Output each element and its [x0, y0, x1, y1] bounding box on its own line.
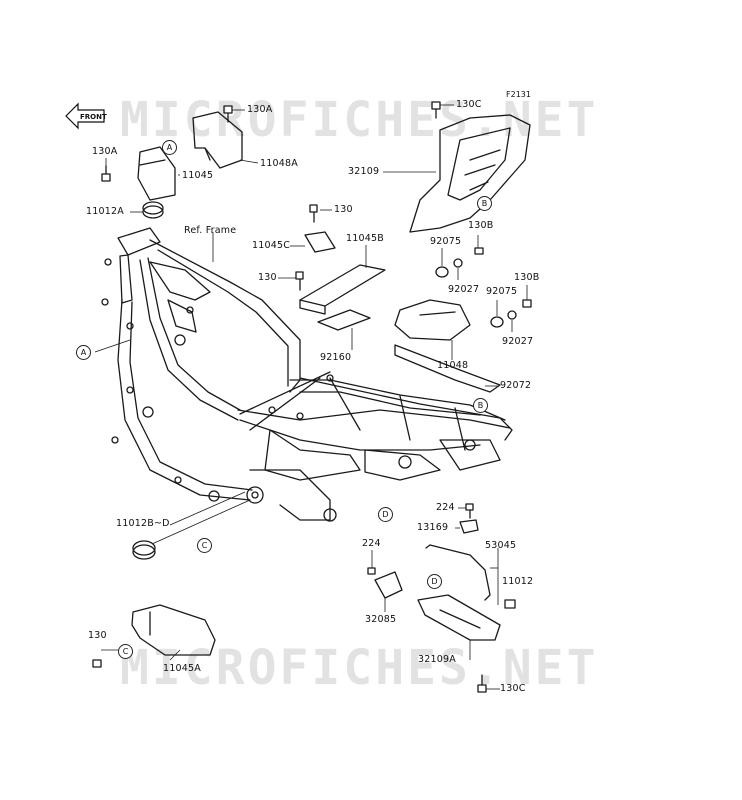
- callout-d-lower: D: [427, 574, 442, 589]
- part-11045: 11045: [182, 170, 214, 181]
- grommet-92075-a: [435, 266, 449, 278]
- watermark-bottom: MICROFICHES.NET: [120, 640, 599, 696]
- rear-fender-32109: [409, 114, 531, 233]
- figure-code: F2131: [506, 90, 531, 99]
- part-130c-bottom: 130C: [500, 683, 526, 694]
- part-11012b-d: 11012B~D: [116, 518, 170, 529]
- part-13169: 13169: [417, 522, 449, 533]
- collar-92027-b: [507, 310, 517, 320]
- part-11045b: 11045B: [346, 233, 384, 244]
- part-130-left-mid: 130: [258, 272, 277, 283]
- part-32109: 32109: [348, 166, 380, 177]
- bolt-130c-bottom: [477, 674, 487, 693]
- bracket-11048a: [192, 111, 243, 169]
- watermark-top: MICROFICHES.NET: [120, 92, 599, 148]
- bolt-130c-top: [431, 101, 441, 119]
- grommet-11012a: [142, 201, 164, 219]
- part-92075-b: 92075: [486, 286, 518, 297]
- part-130a-left: 130A: [92, 146, 118, 157]
- bolt-224-b: [367, 567, 376, 575]
- grommet-11012b-d: [132, 540, 156, 560]
- part-11045c: 11045C: [252, 240, 291, 251]
- bolt-130a-left: [101, 165, 111, 182]
- bolt-130b-a: [474, 247, 484, 255]
- part-130-mid: 130: [334, 204, 353, 215]
- part-130b-a: 130B: [468, 220, 494, 231]
- part-92027-b: 92027: [502, 336, 534, 347]
- part-92027-a: 92027: [448, 284, 480, 295]
- callout-b-frame: B: [473, 398, 488, 413]
- bracket-11045c: [304, 231, 336, 253]
- ref-frame-label: Ref. Frame: [184, 225, 237, 236]
- callout-d-frame: D: [378, 507, 393, 522]
- part-224-a: 224: [436, 502, 455, 513]
- leader-lines: [94, 104, 528, 690]
- callout-c-frame: C: [197, 538, 212, 553]
- callout-b-top: B: [477, 196, 492, 211]
- front-arrow-icon: FRONT: [65, 102, 107, 130]
- grommet-92075-b: [490, 316, 504, 328]
- rod-53045: [425, 544, 491, 601]
- part-130b-b: 130B: [514, 272, 540, 283]
- part-92160: 92160: [320, 352, 352, 363]
- pad-92160: [317, 309, 371, 331]
- bolt-224-a: [465, 503, 474, 519]
- callout-c-bottom: C: [118, 644, 133, 659]
- bolt-130-left-mid: [295, 271, 304, 291]
- part-92072: 92072: [500, 380, 532, 391]
- part-32085: 32085: [365, 614, 397, 625]
- front-label: FRONT: [80, 113, 107, 121]
- cap-11012: [504, 599, 516, 609]
- bracket-11045: [137, 146, 176, 201]
- strap-92072: [394, 344, 501, 393]
- part-11048: 11048: [437, 360, 469, 371]
- bracket-11045a: [131, 604, 216, 656]
- part-224-b: 224: [362, 538, 381, 549]
- guard-32109a: [417, 594, 501, 641]
- part-11012a: 11012A: [86, 206, 124, 217]
- part-32109a: 32109A: [418, 654, 456, 665]
- part-11012: 11012: [502, 576, 534, 587]
- main-frame: [101, 227, 513, 522]
- part-130a-top: 130A: [247, 104, 273, 115]
- part-130-bottom: 130: [88, 630, 107, 641]
- bolt-130a-top: [223, 105, 233, 123]
- collar-92027-a: [453, 258, 463, 268]
- part-53045: 53045: [485, 540, 517, 551]
- callout-a-left: A: [76, 345, 91, 360]
- part-11045a: 11045A: [163, 663, 201, 674]
- clamp-13169: [459, 519, 479, 534]
- bolt-130-mid: [309, 204, 318, 223]
- part-92075-a: 92075: [430, 236, 462, 247]
- bracket-32085: [374, 571, 403, 599]
- part-11048a: 11048A: [260, 158, 298, 169]
- bracket-11045b: [299, 264, 386, 315]
- bolt-130b-b: [522, 299, 532, 308]
- bolt-130-bottom: [92, 659, 102, 668]
- part-130c-top: 130C: [456, 99, 482, 110]
- cover-11048: [394, 299, 471, 341]
- callout-a-top: A: [162, 140, 177, 155]
